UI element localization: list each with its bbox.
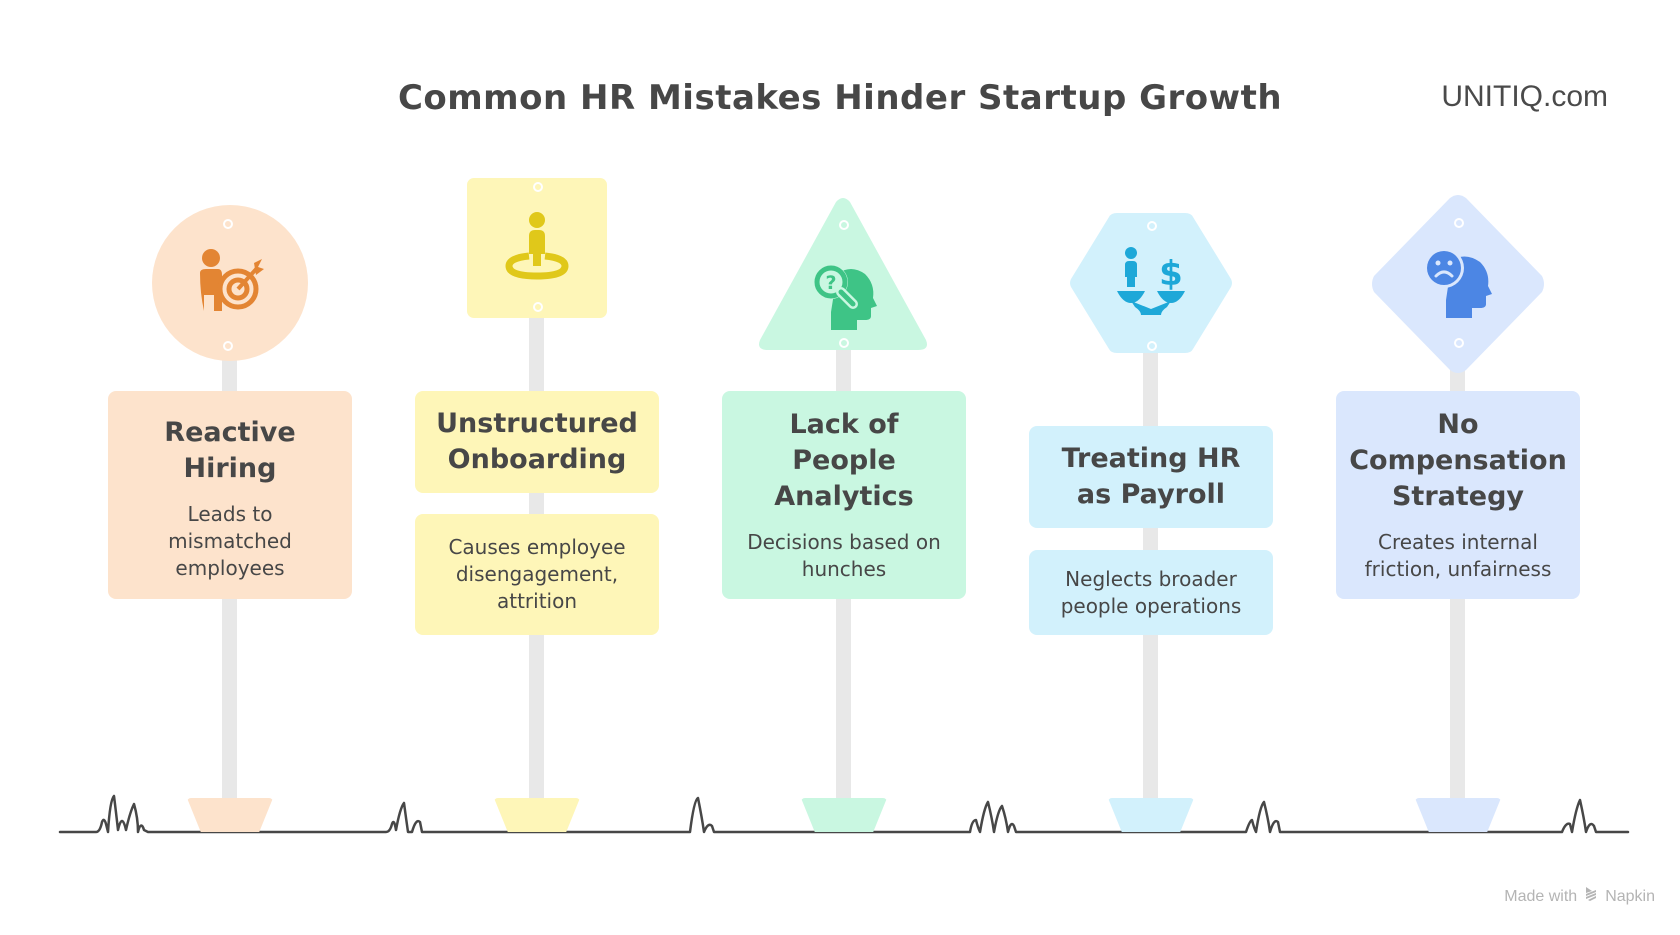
bolt-dot (839, 338, 849, 348)
person-dollar-scale-icon: $ (1115, 245, 1187, 321)
pole-base (1108, 798, 1194, 832)
svg-text:?: ? (825, 272, 836, 294)
sign-square (467, 178, 607, 318)
sad-face-head-icon (1422, 246, 1494, 322)
svg-text:$: $ (1159, 254, 1183, 294)
brand-label: UNITIQ.com (1441, 80, 1608, 113)
pole-base (494, 798, 580, 832)
person-location-icon (501, 210, 573, 286)
bolt-dot (223, 219, 233, 229)
made-with-label: Made with (1504, 887, 1578, 905)
bolt-dot (1454, 338, 1464, 348)
bolt-dot (1454, 218, 1464, 228)
bolt-dot (223, 341, 233, 351)
item-description: Causes employee disengagement, attrition (448, 535, 626, 613)
head-magnifier-question-icon: ? (807, 258, 879, 334)
bolt-dot (839, 220, 849, 230)
pole-base (801, 798, 887, 832)
item-description: Creates internal friction, unfairness (1364, 530, 1552, 581)
sign-diamond (1370, 194, 1546, 374)
page-title: Common HR Mistakes Hinder Startup Growth (397, 78, 1283, 118)
bolt-dot (533, 182, 543, 192)
person-target-icon (194, 245, 266, 321)
item-description: Decisions based on hunches (747, 530, 941, 581)
item-description-card: Causes employee disengagement, attrition (415, 514, 659, 635)
pole-base (187, 798, 273, 832)
sign-hexagon: $ (1069, 213, 1233, 353)
sign-triangle: ? (756, 196, 930, 352)
napkin-label: Napkin (1605, 887, 1655, 905)
made-with-napkin-badge: Made with Napkin (1504, 886, 1655, 907)
item-description: Neglects broader people operations (1060, 566, 1242, 618)
bolt-dot (1147, 221, 1157, 231)
item-description: Leads to mismatched employees (168, 501, 292, 580)
bolt-dot (1147, 341, 1157, 351)
bolt-dot (533, 302, 543, 312)
sign-circle (152, 205, 308, 361)
napkin-logo-icon (1583, 886, 1599, 907)
item-description-card: Neglects broader people operations (1029, 550, 1273, 635)
pole-base (1415, 798, 1501, 832)
